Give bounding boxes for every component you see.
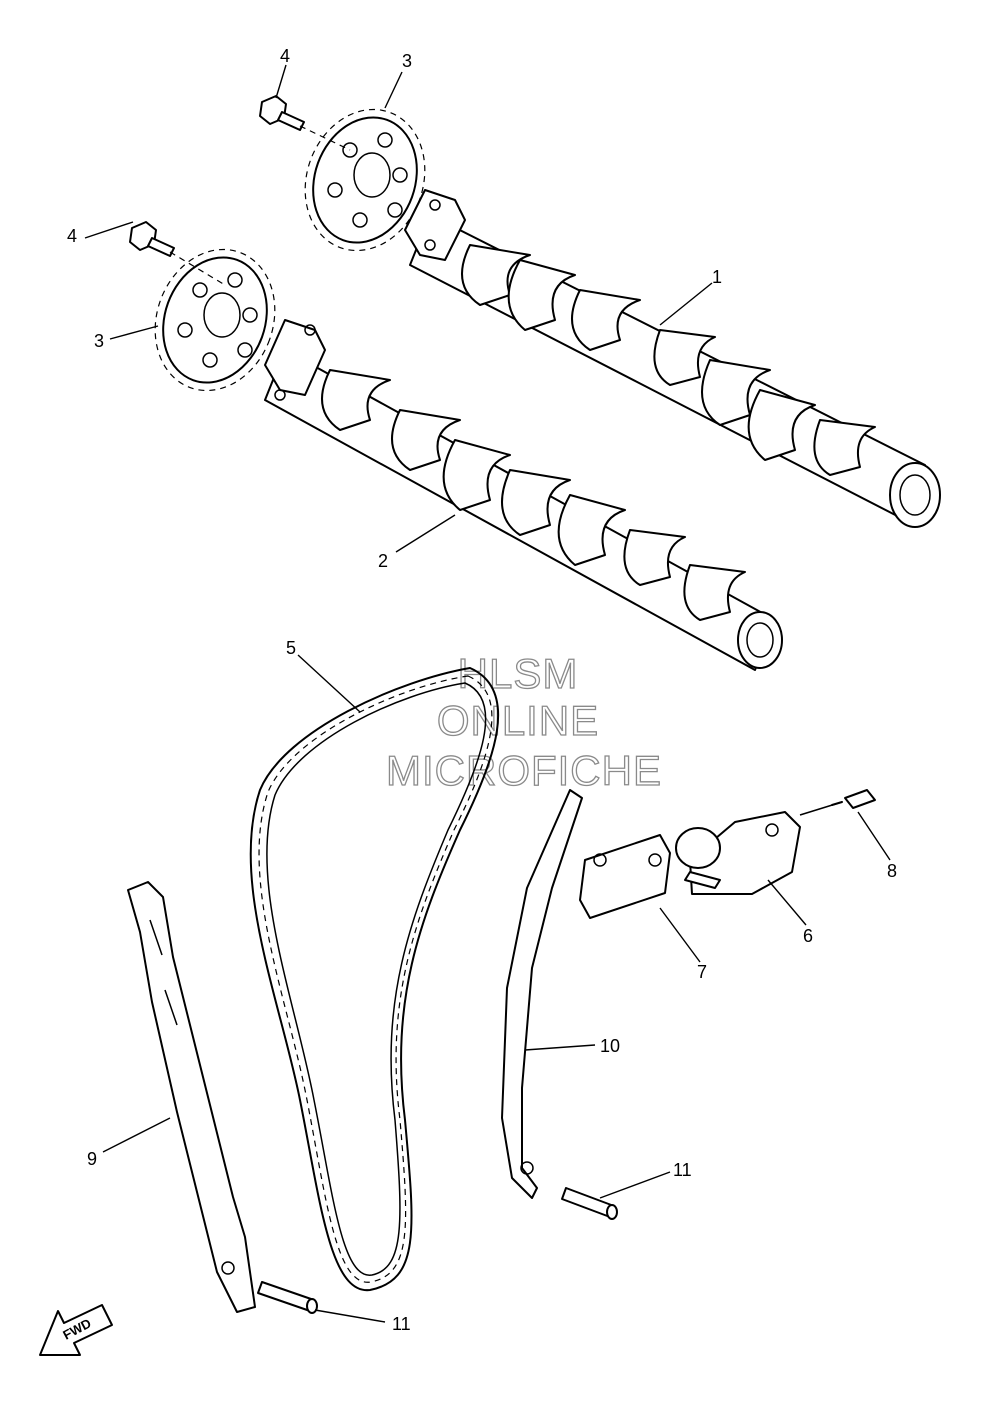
watermark-line-3: MICROFICHE bbox=[386, 747, 662, 794]
sprocket-upper bbox=[304, 108, 426, 252]
watermark-line-2: ONLINE bbox=[437, 697, 599, 744]
callout-8: 8 bbox=[887, 861, 897, 881]
callout-4-upper: 4 bbox=[280, 46, 290, 66]
callout-5: 5 bbox=[286, 638, 296, 658]
watermark: HLSM ONLINE MICROFICHE bbox=[385, 649, 662, 794]
chain-guide-rear bbox=[127, 881, 256, 1313]
chain-tensioner bbox=[675, 811, 801, 895]
callout-9: 9 bbox=[87, 1149, 97, 1169]
leader-lines bbox=[84, 64, 891, 1323]
callout-2: 2 bbox=[378, 551, 388, 571]
callout-1: 1 bbox=[712, 267, 722, 287]
tensioner-gasket bbox=[579, 834, 671, 919]
timing-chain bbox=[249, 667, 500, 1292]
callout-11-front: 11 bbox=[673, 1160, 692, 1180]
callout-4-lower: 4 bbox=[67, 226, 77, 246]
callout-7: 7 bbox=[697, 962, 707, 982]
tensioner-bolt bbox=[799, 789, 876, 816]
callout-3-upper: 3 bbox=[402, 51, 412, 71]
callouts: 1 2 3 3 4 4 5 6 7 8 9 10 11 11 bbox=[67, 46, 897, 1334]
forward-direction-arrow-icon: FWD bbox=[39, 1304, 113, 1356]
bolt-lower bbox=[129, 221, 226, 286]
callout-6: 6 bbox=[803, 926, 813, 946]
callout-11-rear: 11 bbox=[392, 1314, 411, 1334]
dowel-pin-rear bbox=[257, 1281, 318, 1314]
camshaft-lower bbox=[264, 319, 783, 671]
chain-guide-front bbox=[501, 789, 583, 1199]
callout-10: 10 bbox=[600, 1036, 620, 1056]
camshaft-upper bbox=[404, 189, 941, 528]
watermark-line-1: HLSM bbox=[458, 650, 579, 697]
sprocket-lower bbox=[154, 248, 276, 392]
callout-3-lower: 3 bbox=[94, 331, 104, 351]
dowel-pin-front bbox=[561, 1187, 618, 1220]
